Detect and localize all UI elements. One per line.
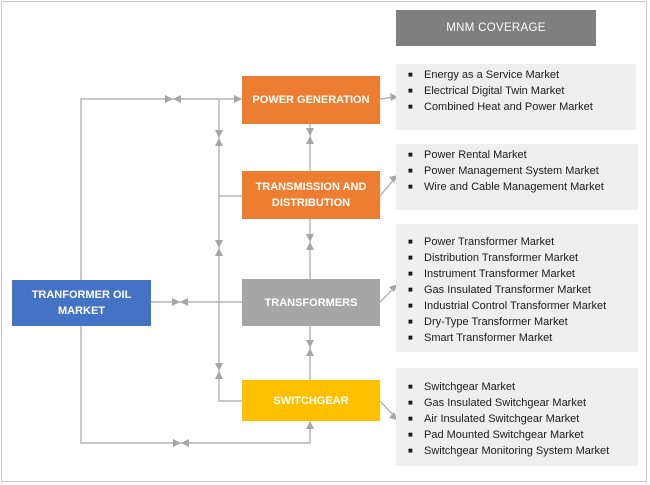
- coverage-item: ■ Smart Transformer Market: [408, 330, 632, 346]
- node-switchgear: SWITCHGEAR: [242, 380, 380, 421]
- coverage-item: ■ Gas Insulated Switchgear Market: [408, 395, 632, 411]
- bowtie-bus-3a: [215, 363, 223, 371]
- node-transmission-and-distribution: TRANSMISSION AND DISTRIBUTION: [242, 171, 380, 219]
- coverage-list: ■ Power Transformer Market ■ Distribution …: [408, 234, 632, 346]
- bullet-icon: ■: [408, 382, 413, 391]
- node-transformers: TRANSFORMERS: [242, 279, 380, 326]
- connector-root-to-switchgear: [80, 326, 311, 444]
- bowtie-bottom-left: [173, 439, 181, 447]
- coverage-item-label: Gas Insulated Switchgear Market: [424, 397, 587, 409]
- bowtie-center-1b: [306, 136, 314, 144]
- coverage-item-label: Gas Insulated Transformer Market: [424, 284, 591, 296]
- coverage-item-label: Industrial Control Transformer Market: [424, 300, 607, 312]
- coverage-item: ■ Power Rental Market: [408, 147, 632, 163]
- coverage-item: ■ Combined Heat and Power Market: [408, 99, 630, 115]
- bowtie-center-3b: [306, 348, 314, 356]
- bullet-icon: ■: [408, 150, 413, 159]
- bullet-icon: ■: [408, 166, 413, 175]
- coverage-item-label: Wire and Cable Management Market: [424, 181, 604, 193]
- coverage-item-label: Switchgear Monitoring System Market: [424, 445, 610, 457]
- arrowhead-into-switchgear: [306, 421, 314, 429]
- bowtie-bus-2b: [215, 248, 223, 256]
- coverage-item: ■ Air Insulated Switchgear Market: [408, 411, 632, 427]
- coverage-item-label: Dry-Type Transformer Market: [424, 316, 568, 328]
- arrowhead-panel-4: [389, 412, 398, 420]
- coverage-panel-transformers: ■ Power Transformer Market ■ Distribution …: [396, 224, 638, 352]
- coverage-panel-power-generation: ■ Energy as a Service Market ■ Electrical …: [396, 64, 636, 130]
- connector-root-to-power-generation: [80, 98, 242, 280]
- coverage-panel-switchgear: ■ Switchgear Market ■ Gas Insulated Switch…: [396, 368, 638, 466]
- bullet-icon: ■: [408, 317, 413, 326]
- bullet-icon: ■: [408, 446, 413, 455]
- bowtie-center-3a: [306, 340, 314, 348]
- bowtie-top-left: [165, 95, 173, 103]
- arrowhead-panel-3: [389, 284, 398, 292]
- coverage-list: ■ Energy as a Service Market ■ Electrical …: [408, 67, 630, 115]
- coverage-item: ■ Power Management System Market: [408, 163, 632, 179]
- bullet-icon: ■: [408, 102, 413, 111]
- coverage-item-label: Instrument Transformer Market: [424, 268, 575, 280]
- coverage-item: ■ Electrical Digital Twin Market: [408, 83, 630, 99]
- bullet-icon: ■: [408, 86, 413, 95]
- coverage-item-label: Air Insulated Switchgear Market: [424, 413, 580, 425]
- arrowhead-panel-1: [390, 93, 398, 101]
- bullet-icon: ■: [408, 253, 413, 262]
- coverage-item: ■ Pad Mounted Switchgear Market: [408, 427, 632, 443]
- node-power-generation: POWER GENERATION: [242, 76, 380, 124]
- coverage-item: ■ Industrial Control Transformer Market: [408, 298, 632, 314]
- bowtie-bus-1a: [215, 130, 223, 138]
- coverage-item: ■ Switchgear Market: [408, 379, 632, 395]
- coverage-item-label: Smart Transformer Market: [424, 332, 553, 344]
- bowtie-center-1a: [306, 128, 314, 136]
- bowtie-mid-left: [172, 298, 180, 306]
- bowtie-bottom-right: [181, 439, 189, 447]
- bullet-icon: ■: [408, 237, 413, 246]
- bowtie-bus-1b: [215, 138, 223, 146]
- coverage-header: MNM COVERAGE: [396, 10, 596, 46]
- coverage-item: ■ Dry-Type Transformer Market: [408, 314, 632, 330]
- coverage-item-label: Distribution Transformer Market: [424, 252, 579, 264]
- coverage-item: ■ Wire and Cable Management Market: [408, 179, 632, 195]
- coverage-item-label: Power Rental Market: [424, 149, 527, 161]
- bowtie-bus-2a: [215, 240, 223, 248]
- root-node: TRANFORMER OIL MARKET: [12, 280, 151, 326]
- bullet-icon: ■: [408, 70, 413, 79]
- coverage-item: ■ Power Transformer Market: [408, 234, 632, 250]
- coverage-item: ■ Instrument Transformer Market: [408, 266, 632, 282]
- arrowhead-panel-2: [389, 175, 398, 183]
- coverage-item-label: Switchgear Market: [424, 381, 516, 393]
- bowtie-mid-right: [180, 298, 188, 306]
- bowtie-center-2b: [306, 242, 314, 250]
- bullet-icon: ■: [408, 430, 413, 439]
- coverage-item-label: Power Management System Market: [424, 165, 599, 177]
- coverage-panel-transmission: ■ Power Rental Market ■ Power Management S…: [396, 144, 638, 210]
- coverage-list: ■ Power Rental Market ■ Power Management S…: [408, 147, 632, 195]
- coverage-item: ■ Distribution Transformer Market: [408, 250, 632, 266]
- coverage-item: ■ Energy as a Service Market: [408, 67, 630, 83]
- bullet-icon: ■: [408, 301, 413, 310]
- coverage-list: ■ Switchgear Market ■ Gas Insulated Switch…: [408, 379, 632, 459]
- coverage-item: ■ Switchgear Monitoring System Market: [408, 443, 632, 459]
- coverage-item-label: Pad Mounted Switchgear Market: [424, 429, 584, 441]
- bullet-icon: ■: [408, 269, 413, 278]
- coverage-item-label: Power Transformer Market: [424, 236, 555, 248]
- arrowhead-into-power-generation: [234, 95, 242, 103]
- coverage-item-label: Electrical Digital Twin Market: [424, 85, 565, 97]
- bullet-icon: ■: [408, 182, 413, 191]
- coverage-item: ■ Gas Insulated Transformer Market: [408, 282, 632, 298]
- bullet-icon: ■: [408, 285, 413, 294]
- coverage-item-label: Combined Heat and Power Market: [424, 101, 593, 113]
- bullet-icon: ■: [408, 333, 413, 342]
- bowtie-center-2a: [306, 234, 314, 242]
- bullet-icon: ■: [408, 414, 413, 423]
- connector-left-bus: [218, 99, 242, 402]
- bowtie-top-right: [173, 95, 181, 103]
- coverage-item-label: Energy as a Service Market: [424, 69, 560, 81]
- bowtie-bus-3b: [215, 371, 223, 379]
- bullet-icon: ■: [408, 398, 413, 407]
